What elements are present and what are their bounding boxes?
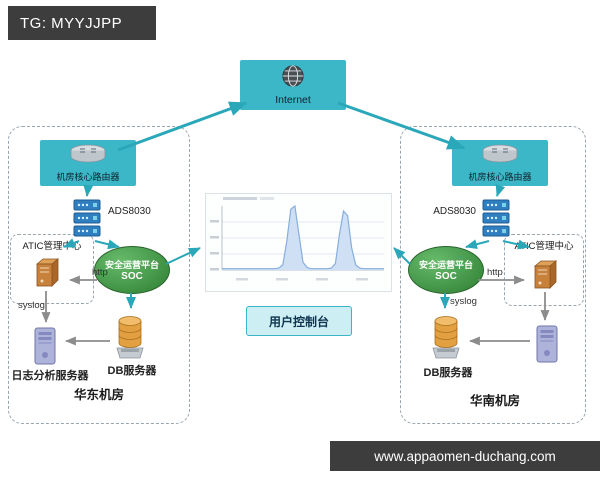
database-cylinder-icon <box>428 312 464 360</box>
atic-label: ATIC管理中心 <box>22 241 82 252</box>
atic-label: ATIC管理中心 <box>514 241 574 252</box>
atic-group-east: ATIC管理中心 <box>10 234 94 304</box>
switch-label: ADS8030 <box>433 206 476 217</box>
router-node-east: 机房核心路由器 <box>40 140 136 186</box>
server-box-icon <box>34 256 60 288</box>
tower-server-icon <box>30 326 60 366</box>
atic-group-south: ATIC管理中心 <box>504 234 584 306</box>
http-label: http <box>487 267 503 278</box>
region-east-datacenter <box>8 126 190 424</box>
syslog-label: syslog <box>18 300 45 311</box>
internet-node: Internet <box>240 60 346 110</box>
user-console-label: 用户控制台 <box>268 314 329 329</box>
soc-label-line1: 安全运营平台 <box>104 260 159 270</box>
soc-label-line1: 安全运营平台 <box>418 260 473 270</box>
globe-icon <box>281 64 305 93</box>
database-cylinder-icon <box>112 312 148 360</box>
soc-node-east: 安全运营平台 SOC <box>94 246 170 294</box>
router-label: 机房核心路由器 <box>468 171 532 182</box>
internet-label: Internet <box>275 94 311 106</box>
http-label: http <box>92 267 108 278</box>
db-server-label: DB服务器 <box>423 367 473 379</box>
region-title-south: 华南机房 <box>469 394 520 408</box>
region-title-east: 华东机房 <box>73 388 124 402</box>
router-node-south: 机房核心路由器 <box>452 140 548 186</box>
switch-label: ADS8030 <box>108 206 151 217</box>
router-label: 机房核心路由器 <box>56 171 120 182</box>
tower-server-icon <box>532 324 562 364</box>
switch-icon <box>481 198 511 240</box>
syslog-label: syslog <box>450 296 477 307</box>
router-icon <box>478 144 522 169</box>
soc-label-line2: SOC <box>435 271 457 282</box>
region-south-datacenter <box>400 126 586 424</box>
db-server-label: DB服务器 <box>107 365 157 377</box>
watermark-bottom-right: www.appaomen-duchang.com <box>330 441 600 471</box>
traffic-chart <box>205 193 392 292</box>
switch-icon <box>72 198 102 240</box>
user-console-node: 用户控制台 <box>246 306 352 336</box>
soc-label-line2: SOC <box>121 271 143 282</box>
router-icon <box>66 144 110 169</box>
soc-node-south: 安全运营平台 SOC <box>408 246 484 294</box>
watermark-top-left: TG: MYYJJPP <box>8 6 156 40</box>
server-box-icon <box>532 258 558 290</box>
log-server-label: 日志分析服务器 <box>11 370 89 382</box>
